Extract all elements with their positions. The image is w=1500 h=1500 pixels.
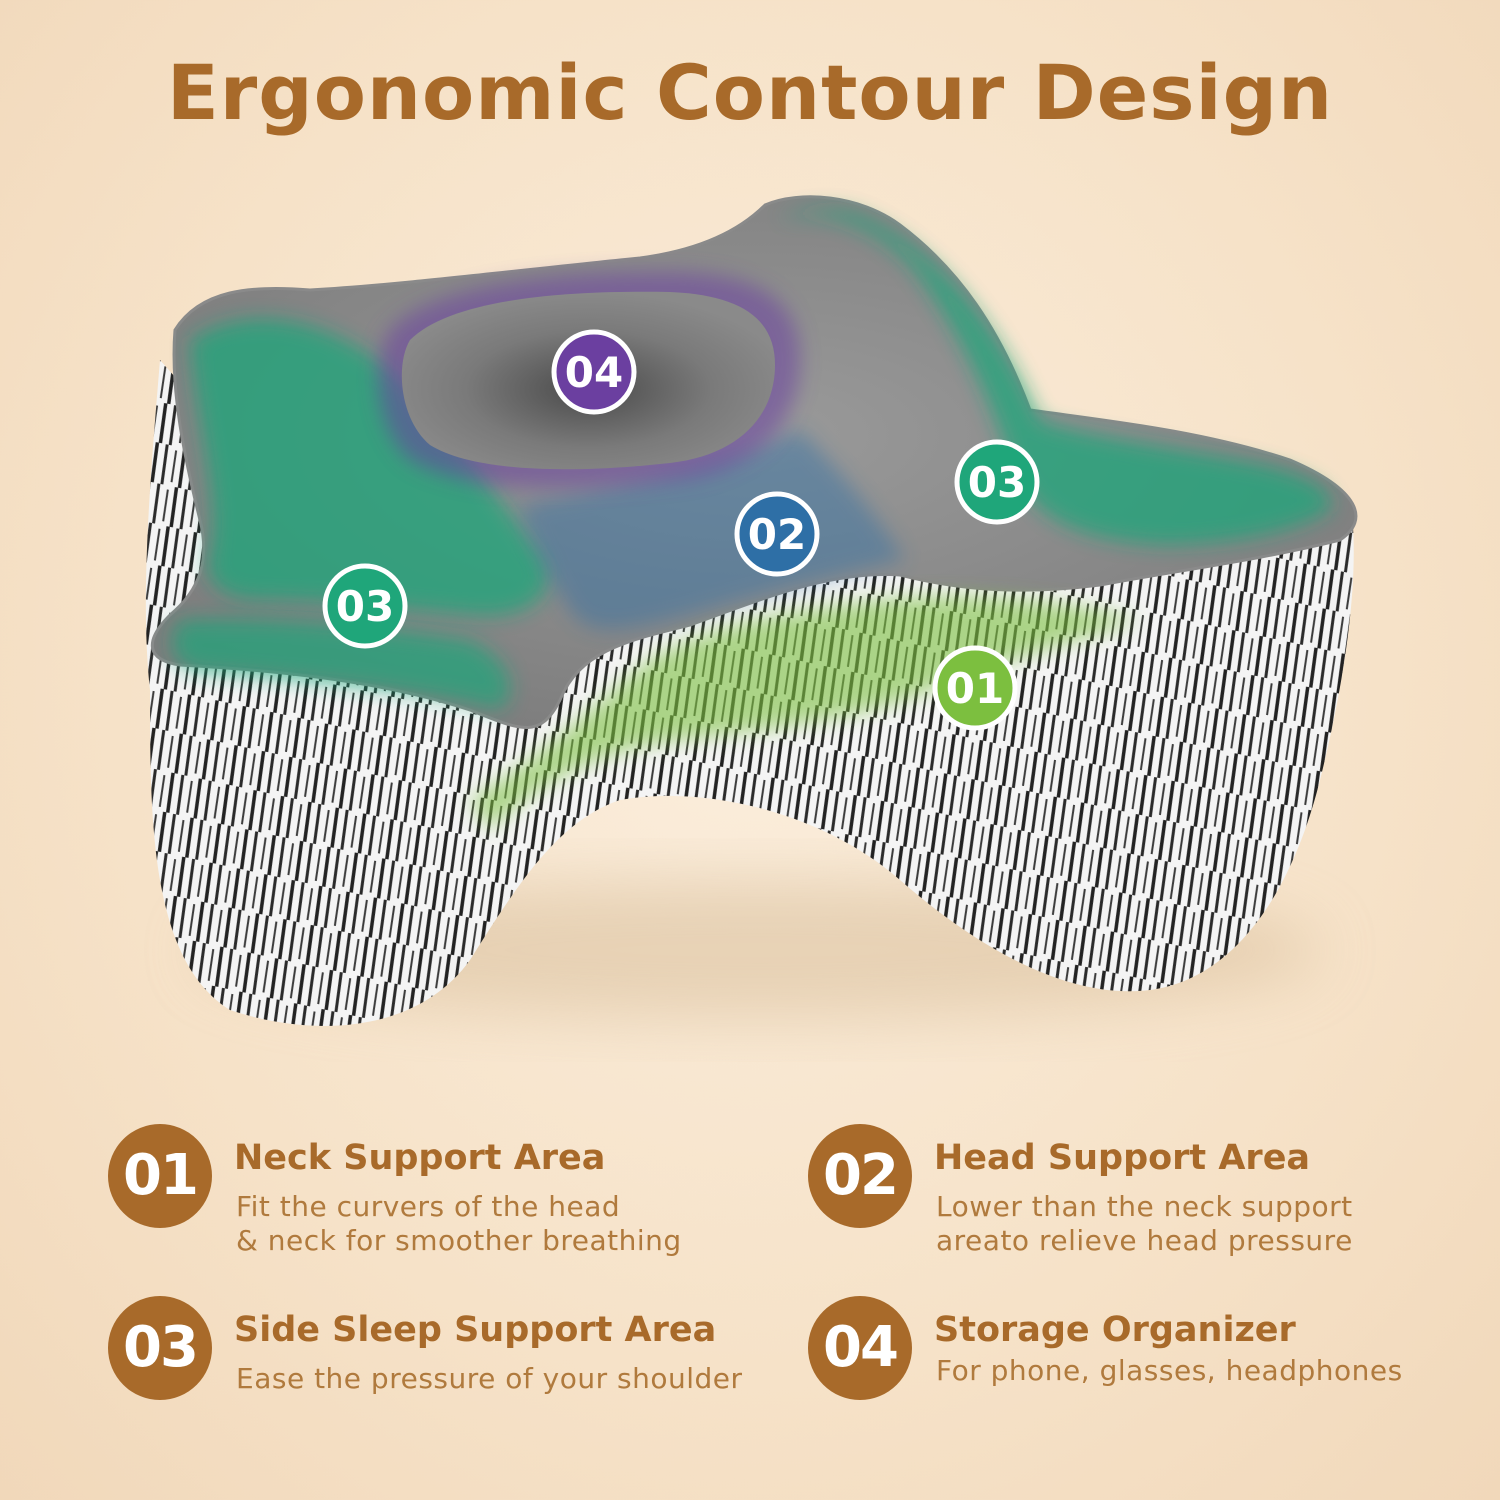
feature-head-support: 02 Head Support Area Lower than the neck… [808, 1124, 1500, 1264]
marker-04: 04 [551, 329, 637, 415]
marker-03-right: 03 [954, 439, 1040, 525]
feature-number-badge: 04 [808, 1296, 912, 1400]
side-support-right-zone [775, 209, 1332, 546]
feature-list: 01 Neck Support Area Fit the curvers of … [0, 1100, 1500, 1500]
feature-number-badge: 02 [808, 1124, 912, 1228]
feature-storage-organizer: 04 Storage Organizer For phone, glasses,… [808, 1296, 1500, 1436]
feature-neck-support: 01 Neck Support Area Fit the curvers of … [108, 1124, 808, 1264]
marker-02: 02 [734, 491, 820, 577]
feature-number-badge: 01 [108, 1124, 212, 1228]
feature-title: Storage Organizer [934, 1310, 1296, 1350]
feature-description: For phone, glasses, headphones [936, 1354, 1403, 1387]
marker-03-left: 03 [322, 563, 408, 649]
feature-number-badge: 03 [108, 1296, 212, 1400]
page-title: Ergonomic Contour Design [166, 48, 1334, 137]
marker-03-right-label: 03 [968, 458, 1026, 507]
feature-description: Lower than the neck support areato relie… [936, 1190, 1353, 1257]
feature-description: Ease the pressure of your shoulder [236, 1362, 743, 1395]
head-support-zone [520, 430, 905, 630]
feature-description: Fit the curvers of the head & neck for s… [236, 1190, 682, 1257]
pillow-illustration: 04 02 03 03 01 [145, 195, 1358, 1026]
feature-title: Side Sleep Support Area [234, 1310, 717, 1350]
marker-03-left-label: 03 [336, 582, 394, 631]
marker-04-label: 04 [565, 348, 623, 397]
side-support-left-zone [190, 318, 549, 616]
feature-title: Neck Support Area [234, 1138, 606, 1178]
marker-01: 01 [932, 645, 1018, 731]
side-support-left-lower [171, 618, 510, 710]
marker-02-label: 02 [748, 510, 806, 559]
marker-01-label: 01 [946, 664, 1004, 713]
feature-side-sleep-support: 03 Side Sleep Support Area Ease the pres… [108, 1296, 808, 1436]
feature-title: Head Support Area [934, 1138, 1311, 1178]
